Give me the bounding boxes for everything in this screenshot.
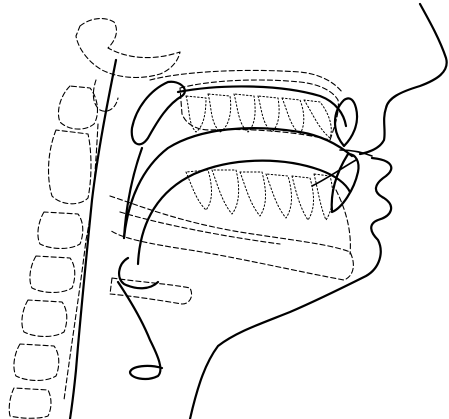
lower-canine [292,176,314,220]
palate [132,70,346,144]
tongue [124,128,356,264]
larynx-tube [118,282,162,379]
upper-incisor [304,100,331,138]
lower-incisor [314,174,333,220]
axis-vertebra [49,130,91,204]
lower-lip [332,154,359,212]
nasal-floor [150,70,342,92]
mandible-outline [110,196,353,280]
vertebra-c7 [9,388,51,418]
atlas-vertebra [58,86,97,129]
lower-premolar-2 [266,174,292,218]
face-profile [190,4,447,419]
nose-upper-lip-outline [360,4,447,154]
larynx [118,258,162,379]
upper-molar-2 [208,94,231,132]
upper-canine [282,98,304,134]
chin-bone [336,190,350,254]
tongue-lower-surface [138,161,350,264]
pharyngeal-wall-back [70,60,116,419]
vertebra-c6 [14,344,59,381]
cervical-spine [9,86,98,418]
skull-base [76,19,180,112]
lower-premolar-1 [240,172,266,216]
skull-base-outline [76,19,180,78]
velum [132,82,185,145]
vertebra-c3 [38,212,83,249]
upper-molar-1 [186,96,206,132]
upper-premolar-1 [234,94,255,132]
lower-lip-chin-outline [190,158,391,419]
vertebra-c5 [22,300,67,337]
mandible [110,190,353,280]
pterygoid [93,80,118,111]
vertebra-c4 [30,256,75,293]
pharynx [70,60,142,419]
lower-molar-2 [212,170,239,214]
spinal-column-front [64,124,98,400]
lower-teeth [186,170,333,220]
upper-premolar-2 [258,96,279,132]
upper-teeth [186,94,331,138]
